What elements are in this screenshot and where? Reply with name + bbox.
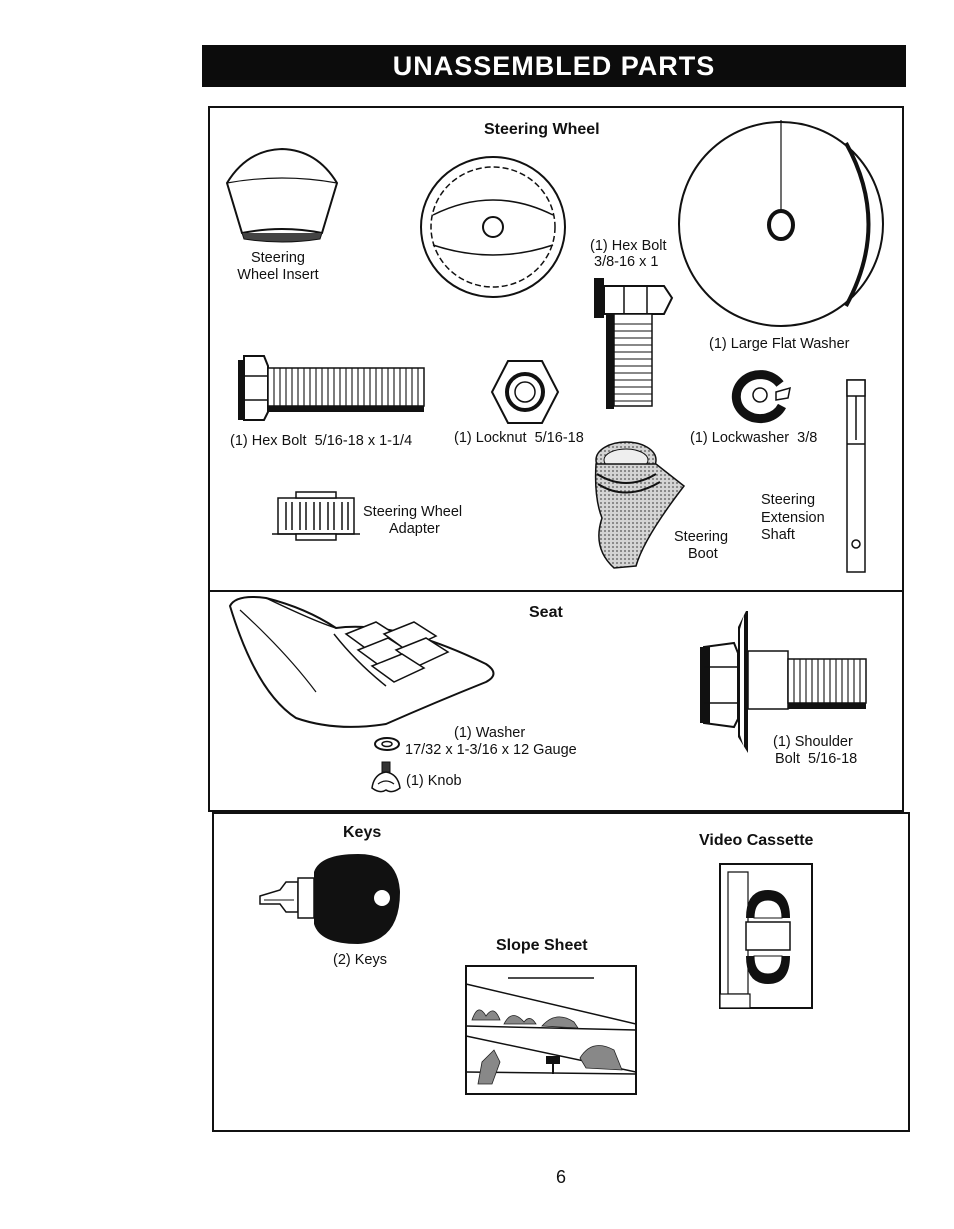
lockwasher-icon [731,370,791,424]
hex-bolt-38-label-1: (1) Hex Bolt [590,238,667,254]
knob-label: (1) Knob [406,773,462,789]
hex-bolt-516-icon [238,355,425,421]
shoulder-bolt-label-2: Bolt 5/16-18 [775,751,858,767]
knob-icon [371,761,401,793]
slope-sheet-icon [465,965,637,1095]
page-title-banner: UNASSEMBLED PARTS [202,45,906,87]
hex-bolt-38-icon [594,278,674,409]
page-number: 6 [556,1167,567,1187]
steering-wheel-title: Steering Wheel [484,121,600,138]
steering-wheel-adapter-icon [272,491,360,541]
locknut-label: (1) Locknut 5/16-18 [454,430,584,446]
keys-label: (2) Keys [333,952,387,968]
shoulder-bolt-icon [700,611,867,753]
steering-wheel-icon [420,156,566,298]
hex-bolt-516-label: (1) Hex Bolt 5/16-18 x 1-1/4 [230,433,413,449]
hex-bolt-38-label-2: 3/8-16 x 1 [594,254,659,270]
adapter-label-1: Steering Wheel [363,504,463,520]
steering-extension-shaft-icon [846,379,866,573]
slope-sheet-title: Slope Sheet [496,937,588,954]
steering-boot-label-2: Boot [688,546,718,562]
steering-wheel-insert-label: Steering Wheel Insert [237,250,319,283]
washer-label-2: 17/32 x 1-3/16 x 12 Gauge [405,742,577,758]
washer-icon [374,737,400,751]
shaft-label-3: Shaft [761,527,795,543]
washer-label-1: (1) Washer [454,725,526,741]
large-flat-washer-label: (1) Large Flat Washer [709,336,850,352]
key-icon [259,854,400,944]
lockwasher-label: (1) Lockwasher 3/8 [690,430,818,446]
locknut-icon [490,360,560,424]
shoulder-bolt-label-1: (1) Shoulder [773,734,853,750]
video-cassette-title: Video Cassette [699,832,814,849]
large-flat-washer-icon [678,120,884,327]
steering-boot-label-1: Steering [674,529,729,545]
steering-wheel-insert-icon [225,147,339,243]
adapter-label-2: Adapter [389,521,440,537]
page-title: UNASSEMBLED PARTS [392,50,716,81]
video-cassette-icon [719,863,813,1009]
seat-section [208,590,904,812]
keys-section [212,812,910,1132]
seat-icon [228,596,495,728]
seat-title: Seat [529,604,563,621]
shaft-label-2: Extension [761,510,825,526]
steering-boot-icon [594,441,686,569]
shaft-label-1: Steering [761,492,816,508]
steering-section [208,106,904,592]
keys-title: Keys [343,824,382,841]
